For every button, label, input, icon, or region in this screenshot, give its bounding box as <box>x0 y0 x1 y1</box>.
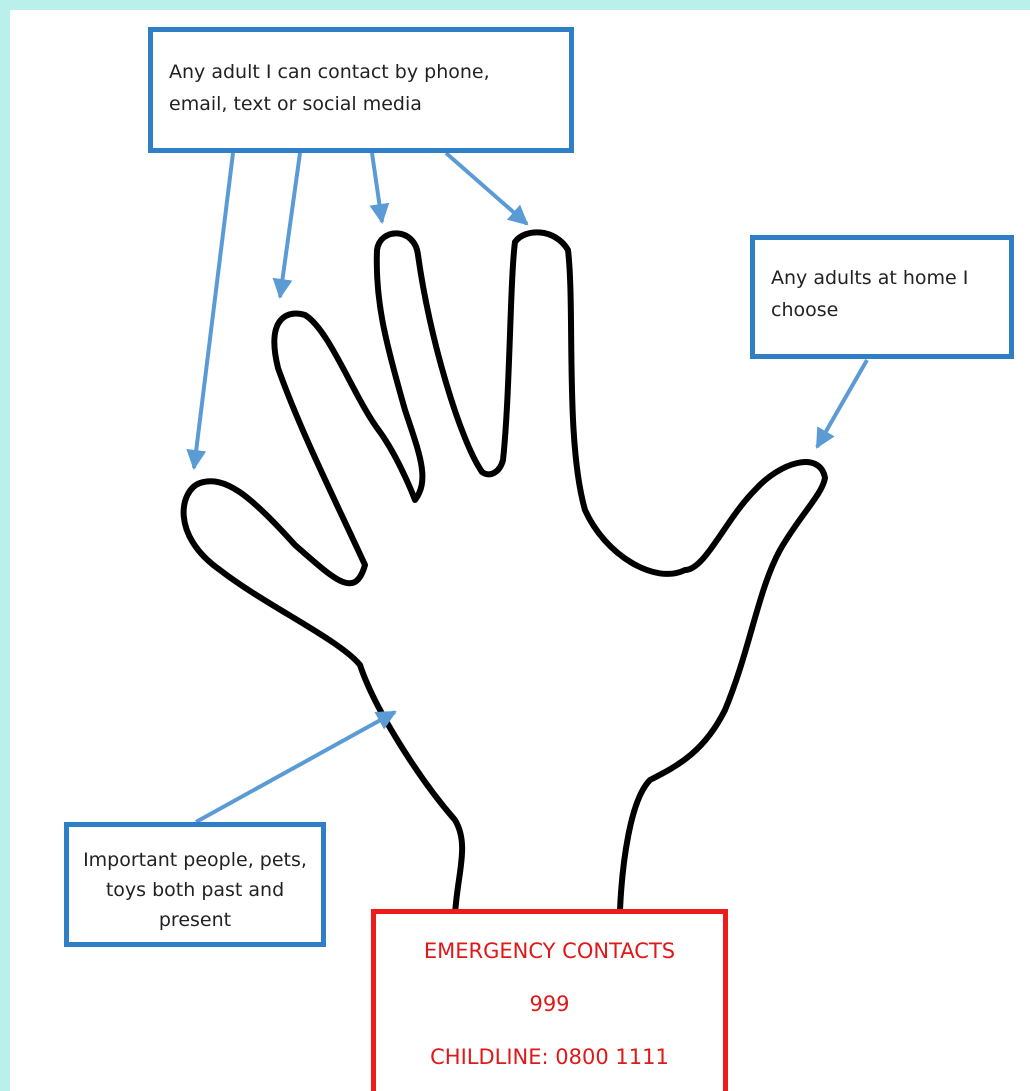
thumb-label-box: Any adults at home I choose <box>750 235 1014 359</box>
emergency-contacts-box: EMERGENCY CONTACTS 999 CHILDLINE: 0800 1… <box>371 909 728 1091</box>
arrow-to-ring-finger <box>280 153 300 297</box>
palm-label-text: Important people, pets, toys both past a… <box>83 849 307 931</box>
arrow-to-little-finger <box>194 153 233 468</box>
arrow-to-thumb <box>817 360 867 447</box>
emergency-title: EMERGENCY CONTACTS <box>376 936 723 989</box>
hand-outline <box>184 232 825 915</box>
arrow-to-index-finger <box>446 153 527 224</box>
fingers-label-box: Any adult I can contact by phone, email,… <box>148 27 574 153</box>
arrow-to-palm <box>196 712 395 822</box>
thumb-label-text: Any adults at home I choose <box>771 267 968 321</box>
arrow-to-middle-finger <box>372 153 382 222</box>
fingers-label-text: Any adult I can contact by phone, email,… <box>169 61 490 115</box>
childline-number: CHILDLINE: 0800 1111 <box>376 1042 723 1091</box>
emergency-number: 999 <box>376 989 723 1042</box>
palm-label-box: Important people, pets, toys both past a… <box>64 822 326 947</box>
diagram-canvas: Any adult I can contact by phone, email,… <box>10 10 1030 1091</box>
